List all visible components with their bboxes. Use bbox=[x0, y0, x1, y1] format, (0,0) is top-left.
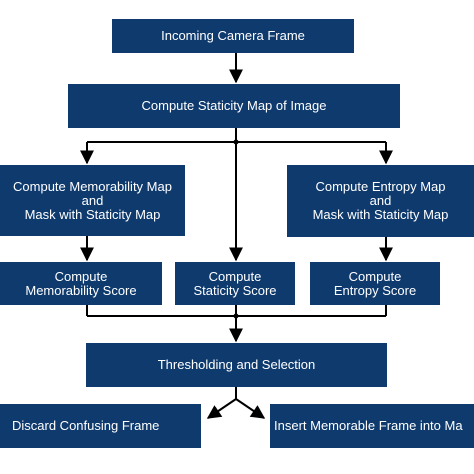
node-compute-memorability-score: Compute Memorability Score bbox=[0, 262, 162, 305]
node-compute-staticity-map: Compute Staticity Map of Image bbox=[68, 84, 400, 128]
memorability-score-line-1: Compute bbox=[54, 268, 108, 284]
node-compute-memorability-map: Compute Memorability Map and Mask with S… bbox=[0, 165, 185, 236]
entropy-score-line-2: Entropy Score bbox=[333, 282, 417, 298]
staticity-score-line-2: Staticity Score bbox=[193, 282, 277, 298]
entropy-map-line-2: and bbox=[369, 193, 392, 208]
node-incoming-camera-frame: Incoming Camera Frame bbox=[112, 19, 354, 53]
node-insert-memorable-frame: Insert Memorable Frame into Ma bbox=[270, 404, 474, 448]
arrow-to-insert bbox=[235, 398, 266, 419]
node-compute-staticity-score: Compute Staticity Score bbox=[175, 262, 295, 305]
merge-junction-dot bbox=[233, 313, 239, 319]
memorability-map-line-1: Compute Memorability Map bbox=[13, 178, 172, 194]
node-discard-confusing-frame: Discard Confusing Frame bbox=[0, 404, 201, 448]
memorability-map-line-3: Mask with Staticity Map bbox=[24, 206, 161, 222]
node-compute-entropy-score: Compute Entropy Score bbox=[310, 262, 440, 305]
arrow-to-discard bbox=[206, 398, 237, 419]
node-thresholding-and-selection: Thresholding and Selection bbox=[86, 343, 387, 387]
split-junction-dot bbox=[233, 139, 239, 145]
entropy-score-line-1: Compute bbox=[348, 268, 402, 284]
entropy-map-line-1: Compute Entropy Map bbox=[315, 179, 446, 194]
staticity-score-line-1: Compute bbox=[208, 268, 262, 284]
memorability-score-line-2: Memorability Score bbox=[25, 282, 137, 298]
entropy-map-line-3: Mask with Staticity Map bbox=[312, 207, 449, 222]
node-incoming-label: Incoming Camera Frame bbox=[161, 28, 305, 43]
insert-label: Insert Memorable Frame into Ma bbox=[274, 418, 463, 433]
node-compute-entropy-map: Compute Entropy Map and Mask with Static… bbox=[287, 165, 474, 237]
node-staticity-map-label: Compute Staticity Map of Image bbox=[141, 98, 327, 113]
thresholding-label: Thresholding and Selection bbox=[157, 357, 316, 372]
discard-label: Discard Confusing Frame bbox=[12, 418, 160, 433]
memorability-map-line-2: and bbox=[81, 192, 104, 208]
